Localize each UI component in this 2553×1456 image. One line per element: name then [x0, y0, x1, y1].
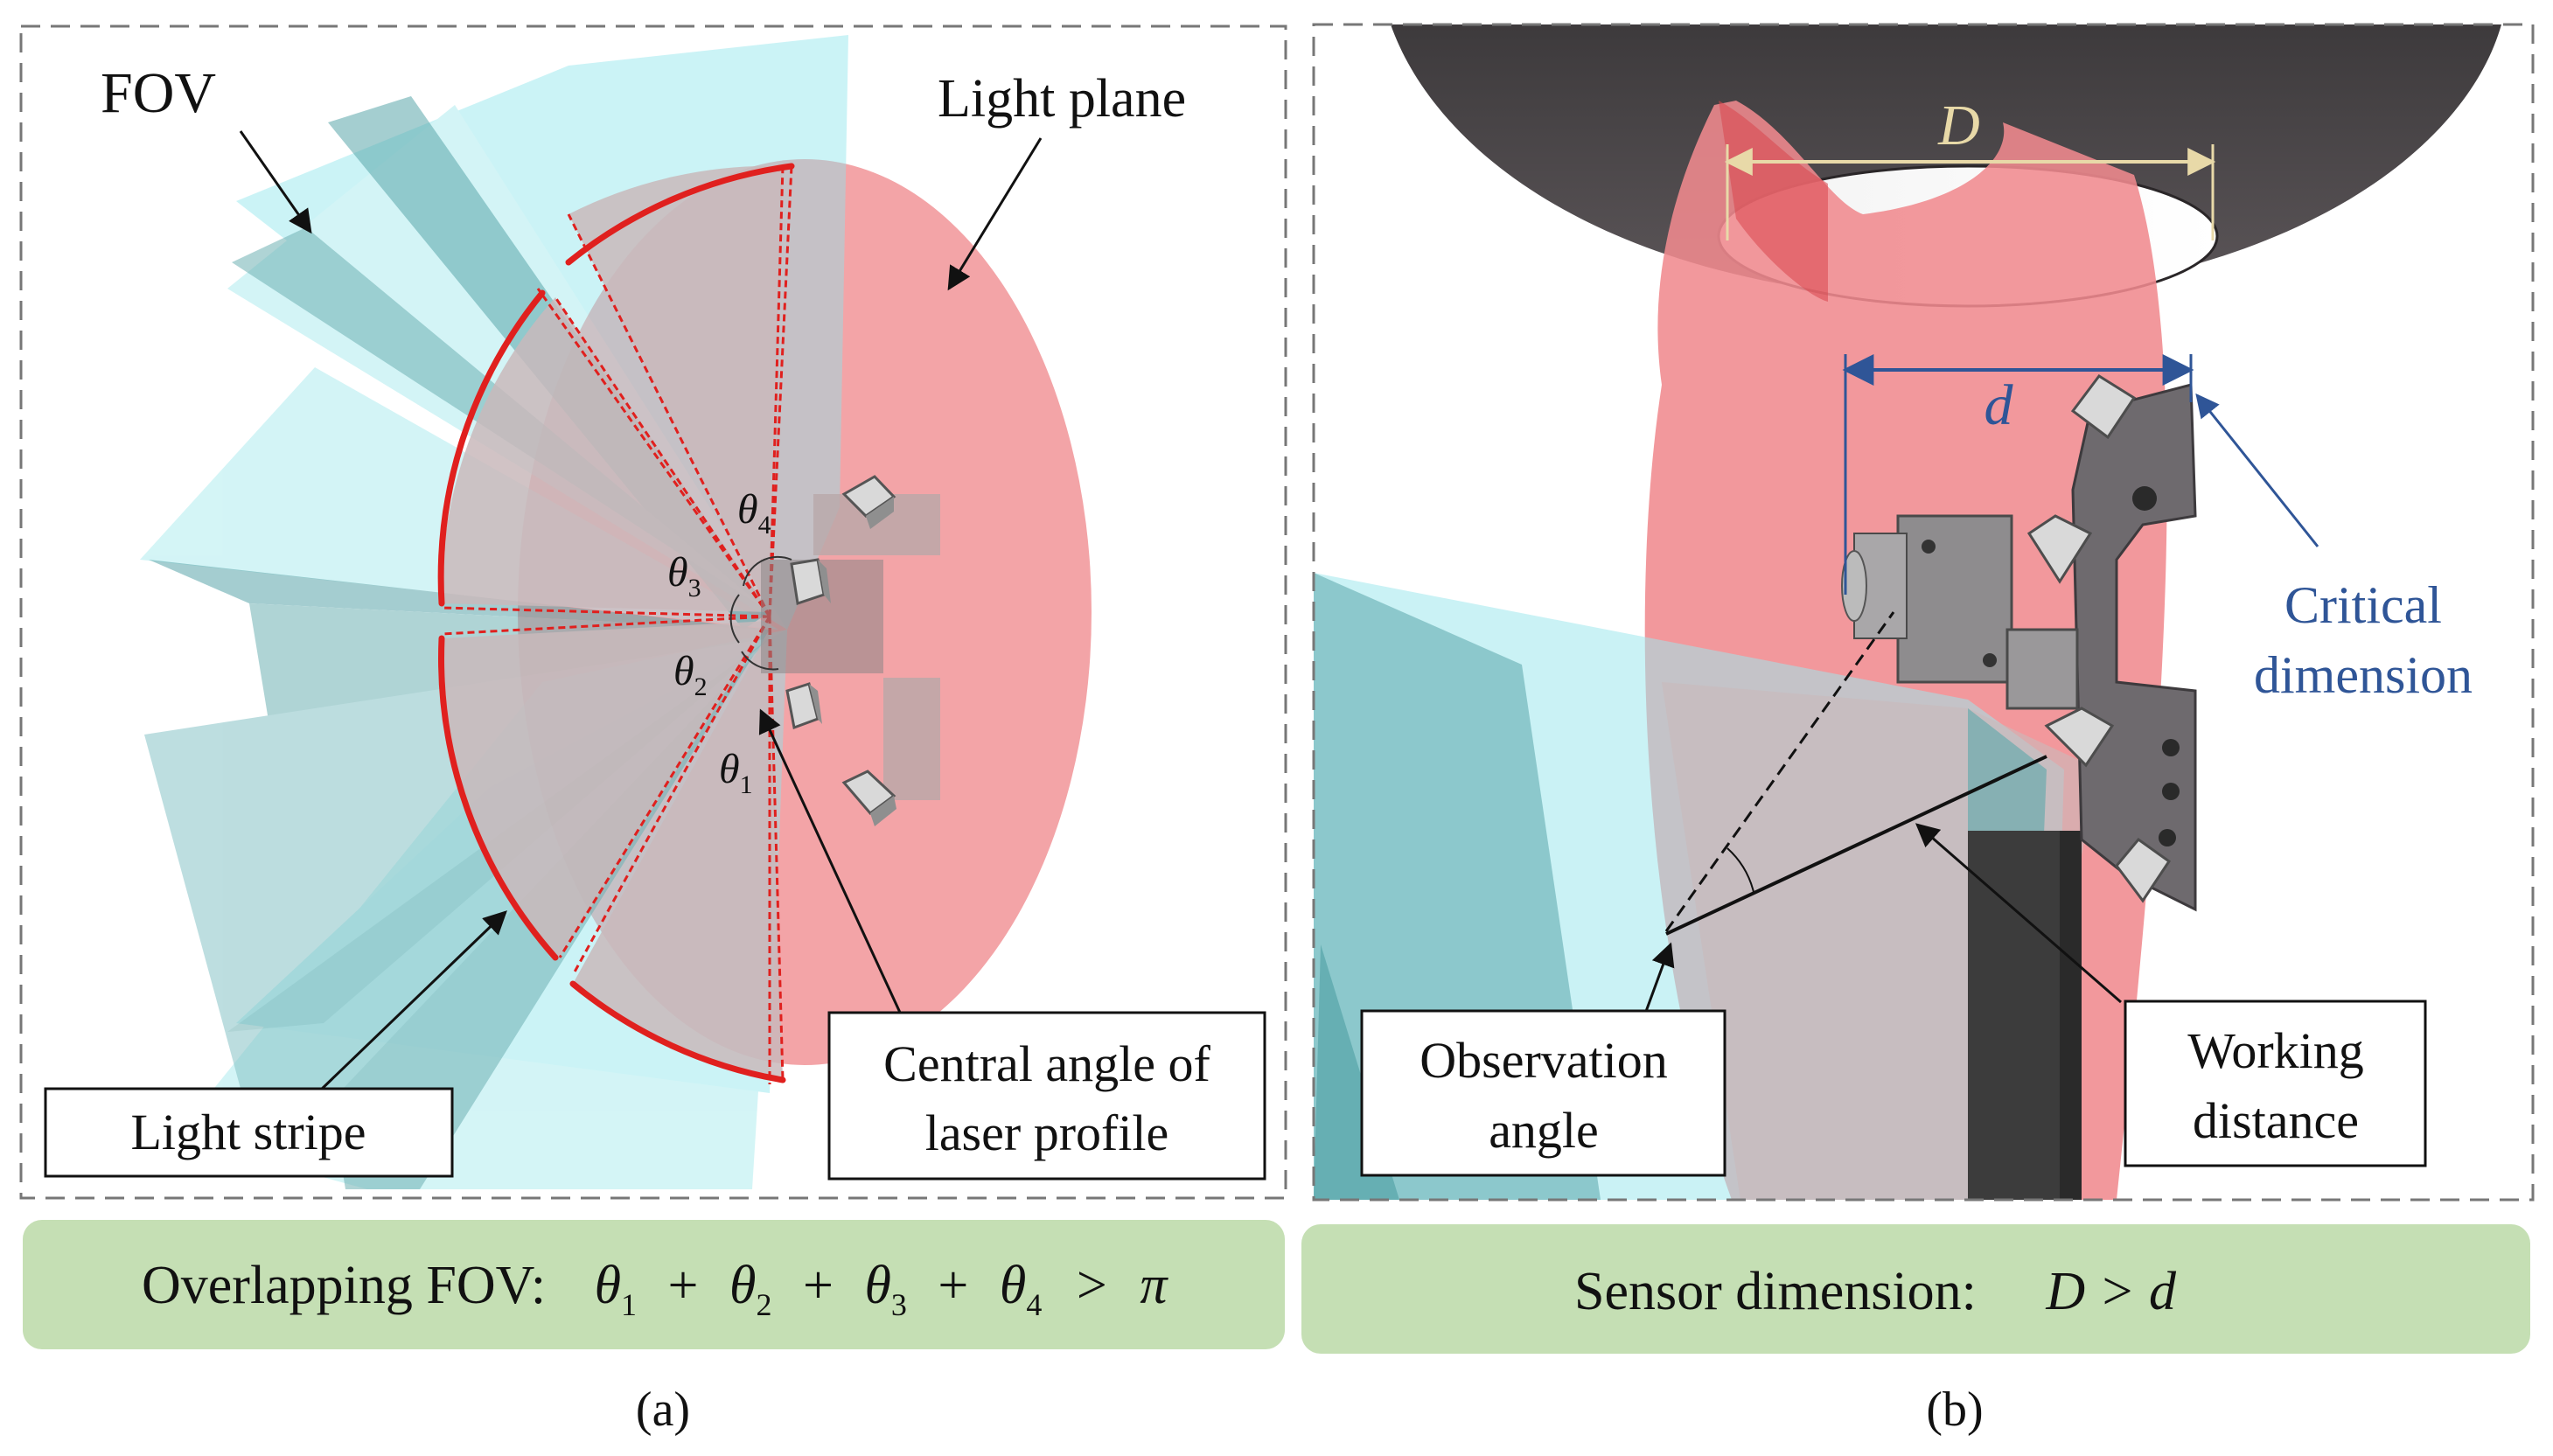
panel-a-label: (a): [636, 1383, 690, 1437]
central-angle-box: [827, 1011, 1266, 1181]
observation-arrow: [1643, 942, 1675, 1017]
panel-a-frame: [19, 24, 1287, 1200]
observation-dashed-line: [1664, 611, 1895, 932]
observation-line2: angle: [1489, 1102, 1599, 1159]
panel-b-frame: [1312, 23, 2535, 1202]
theta-2-label: θ2: [673, 648, 708, 701]
theta-3-label: θ3: [667, 549, 701, 603]
critical-line1: Critical: [2284, 576, 2442, 634]
observation-line1: Observation: [1419, 1032, 1668, 1089]
panel-b: D d Critical dimension Observation angle…: [1301, 23, 2535, 1437]
caption-b: Sensor dimension: D > d: [1574, 1262, 2177, 1321]
theta-arcs: [729, 555, 792, 671]
fov-label: FOV: [101, 61, 216, 125]
theta-4-label: θ4: [737, 486, 771, 540]
light-stripe-box: [44, 1087, 454, 1178]
central-angle-arrow: [758, 708, 903, 1015]
working-line1: Working: [2187, 1022, 2364, 1079]
sensor-post-side: [2060, 831, 2082, 1200]
light-stripe-arcs: [437, 163, 795, 1083]
caption-bar-b: [1301, 1224, 2530, 1354]
observation-angle-arc: [1726, 847, 1754, 893]
caption-a: Overlapping FOV: θ1 + θ2 + θ3 + θ4 > π: [142, 1256, 1168, 1327]
sensor-body: [1841, 373, 2197, 912]
panel-b-label: (b): [1926, 1383, 1983, 1437]
sensor-cluster: [761, 475, 940, 826]
D-label: D: [1937, 94, 1980, 157]
working-distance-line: [1665, 755, 2047, 936]
panel-a: FOV Light plane θ4 θ3 θ2 θ1 Light stripe…: [19, 24, 1287, 1437]
working-distance-arrow: [1915, 823, 2122, 1004]
working-distance-box: [2124, 1000, 2427, 1167]
d-label: d: [1985, 373, 2014, 437]
light-stripe-label: Light stripe: [130, 1104, 366, 1160]
fov-arrow: [239, 130, 312, 234]
critical-dimension-arrow: [2195, 393, 2319, 547]
sensor-post: [1968, 831, 2082, 1200]
panel-a-scene: [140, 35, 1092, 1189]
central-angle-line2: laser profile: [925, 1104, 1169, 1161]
theta-1-label: θ1: [719, 746, 753, 799]
caption-bar-a: [23, 1220, 1285, 1349]
sector-boundaries: [441, 165, 793, 1084]
light-plane-label: Light plane: [938, 69, 1186, 129]
theta-labels: θ4 θ3 θ2 θ1: [667, 486, 771, 799]
observation-box: [1360, 1009, 1726, 1177]
laser-profile-sector: [441, 165, 783, 1080]
light-stripe-arrow: [317, 910, 507, 1093]
central-angle-line1: Central angle of: [883, 1035, 1210, 1092]
working-line2: distance: [2193, 1092, 2359, 1149]
light-plane-arrow: [947, 137, 1043, 291]
critical-line2: dimension: [2254, 646, 2473, 704]
